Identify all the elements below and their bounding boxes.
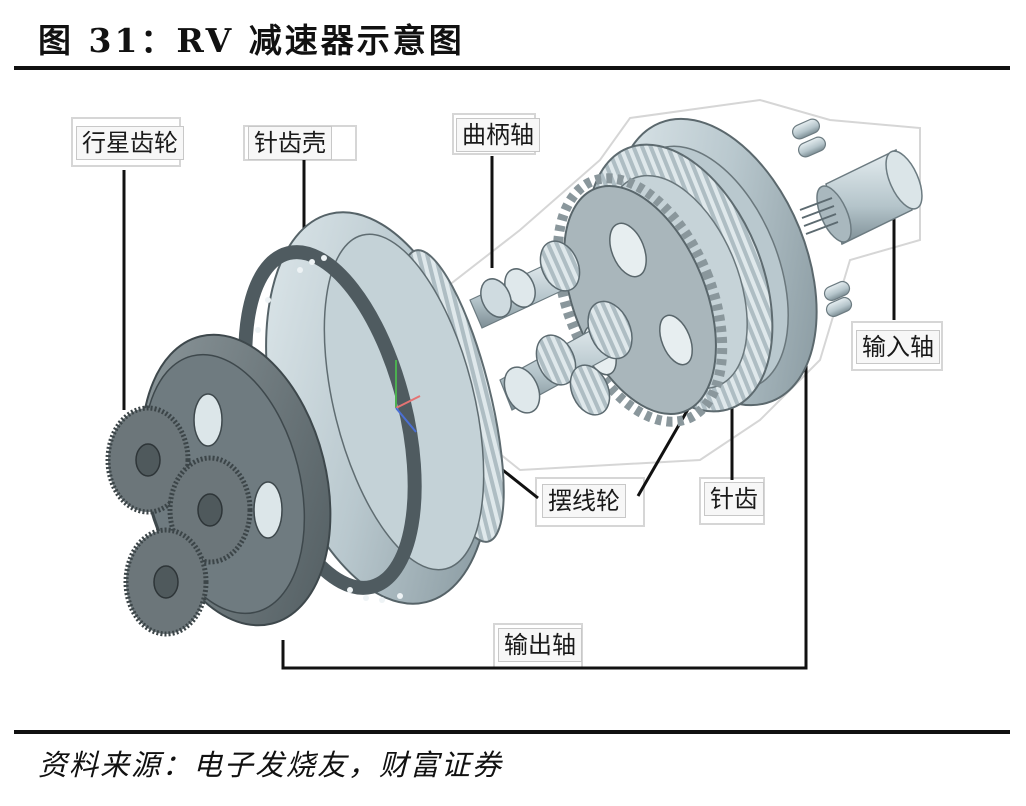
pin-gear-housing-part (238, 211, 505, 605)
input-shaft-part (799, 148, 923, 246)
figure-title: 图 31：RV 减速器示意图 (38, 21, 465, 60)
label-output-shaft: 输出轴 (498, 628, 582, 662)
planet-gear-3 (123, 527, 209, 637)
title-divider (14, 66, 1010, 70)
crankshaft-part (469, 240, 633, 416)
label-cycloid-gear: 摆线轮 (542, 484, 626, 518)
label-pin-gear-housing: 针齿壳 (248, 126, 332, 160)
planet-gear-1 (105, 405, 191, 515)
leader-output-shaft (281, 340, 808, 670)
label-planetary-gear: 行星齿轮 (76, 126, 184, 160)
label-pin-gear: 针齿 (704, 482, 764, 516)
label-crankshaft: 曲柄轴 (456, 118, 540, 152)
planetary-gears-part (105, 405, 253, 637)
figure-source: 资料来源：电子发烧友，财富证券 (38, 748, 504, 782)
planet-gear-2 (167, 455, 253, 565)
label-input-shaft: 输入轴 (856, 330, 940, 364)
source-divider (14, 730, 1010, 734)
leader-lines (122, 156, 896, 670)
